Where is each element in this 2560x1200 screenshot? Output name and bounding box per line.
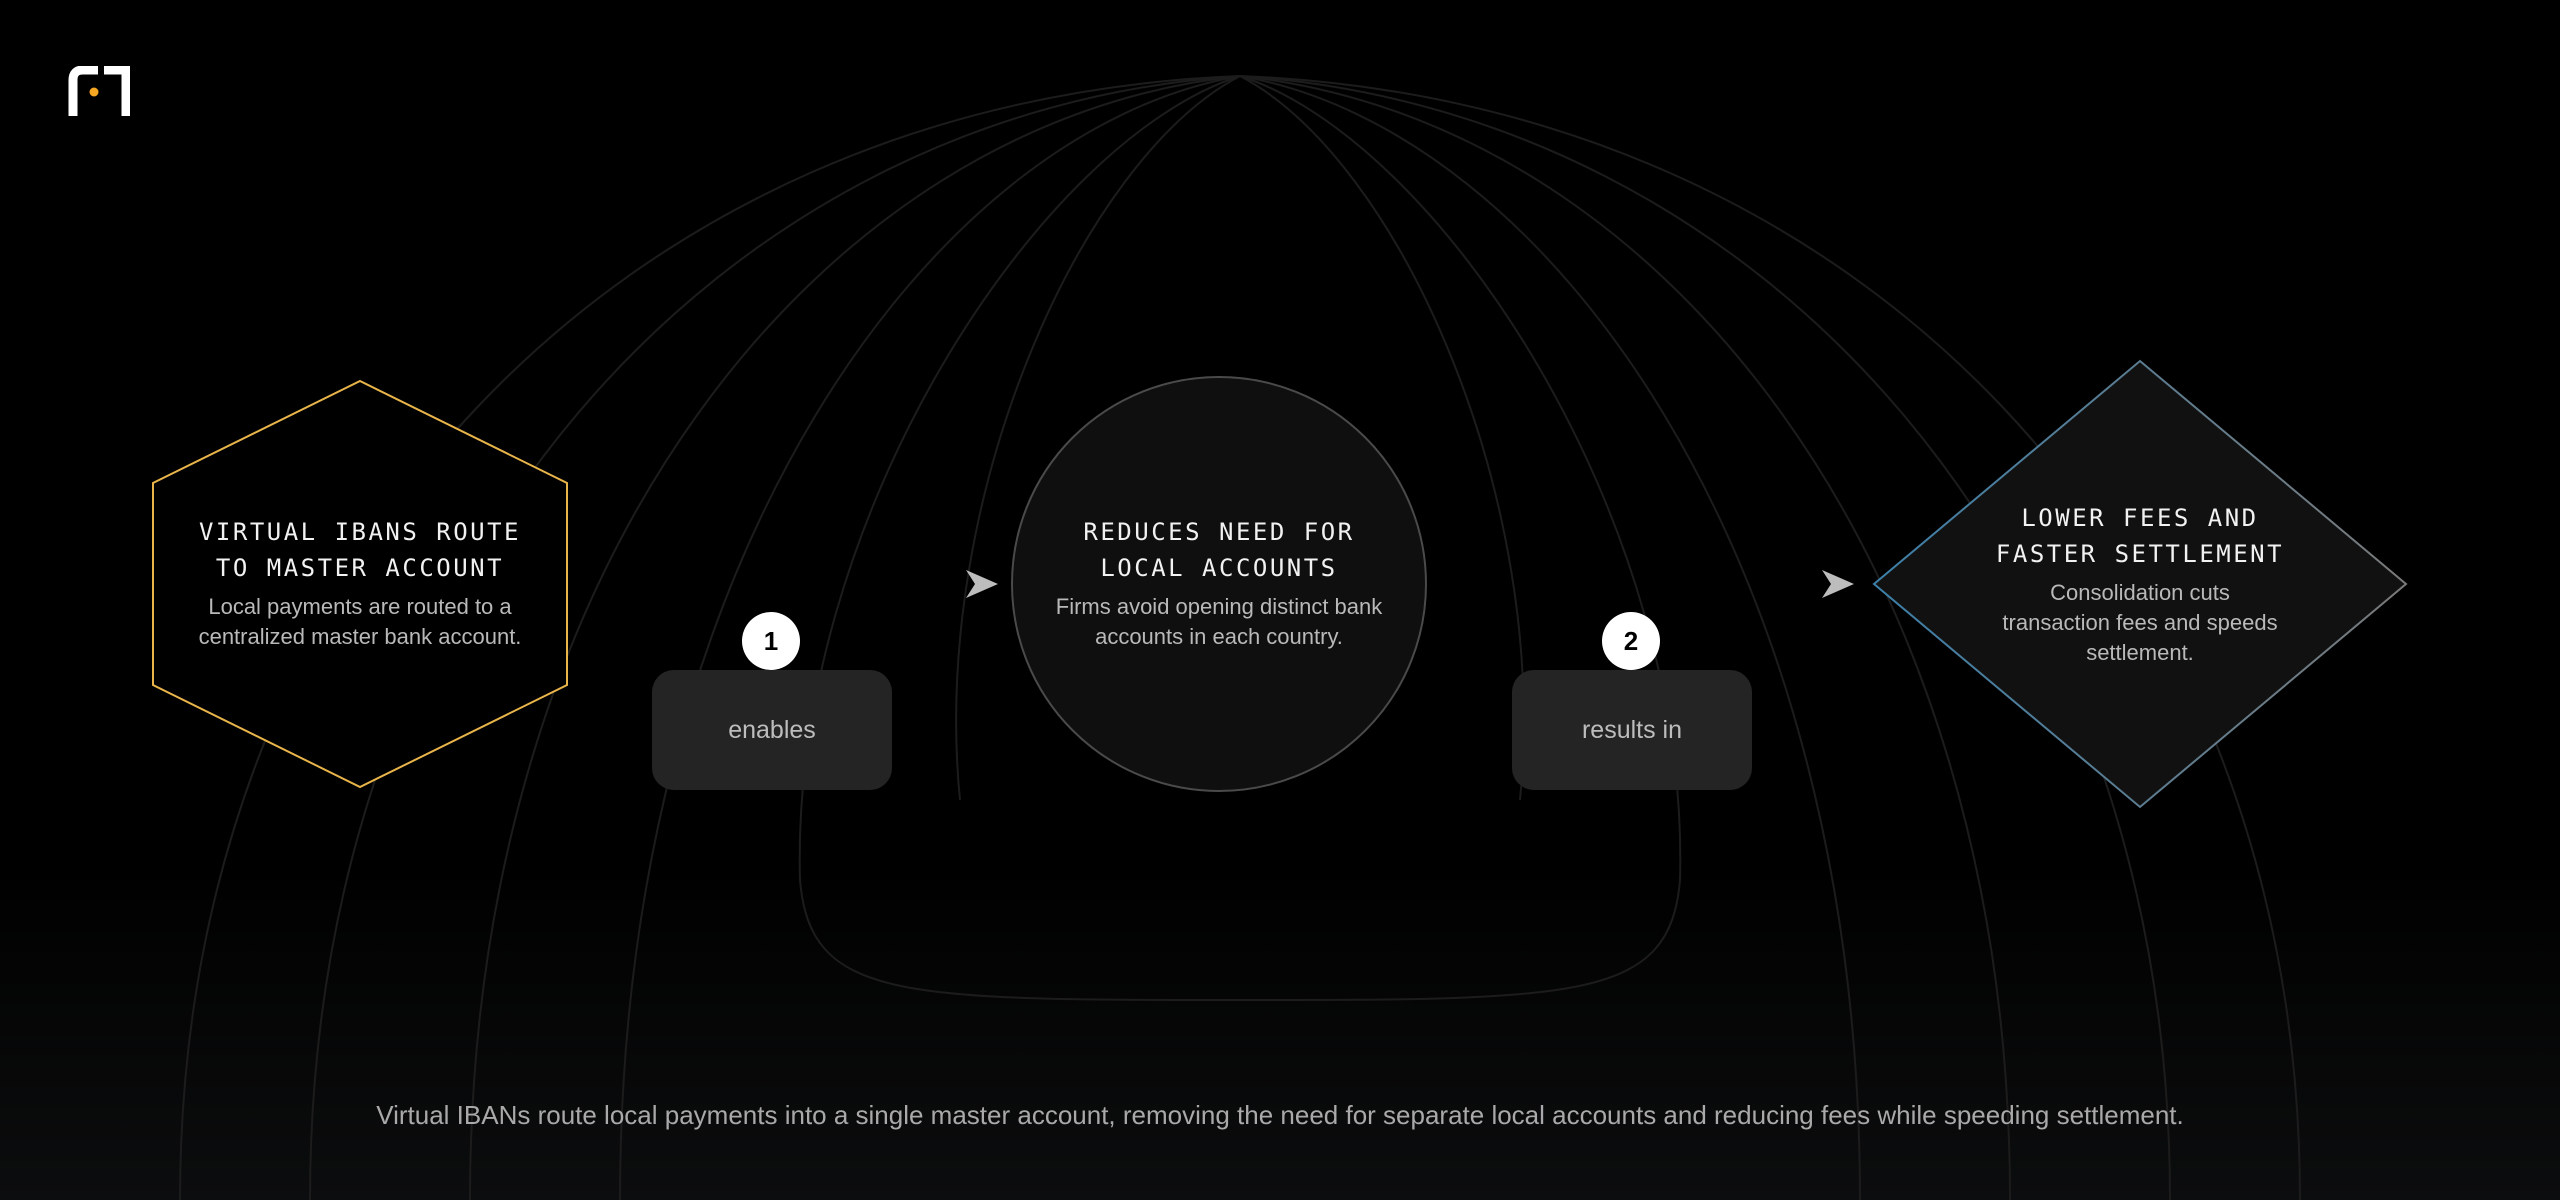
bg-arc xyxy=(179,75,1241,1200)
node-title-line: REDUCES NEED FOR xyxy=(1083,518,1355,546)
bg-arc xyxy=(1239,75,2171,1200)
bg-arc xyxy=(955,75,1241,801)
node-title: REDUCES NEED FOR LOCAL ACCOUNTS xyxy=(1019,514,1419,586)
bg-arc xyxy=(619,75,1241,1200)
node-description-line: centralized master bank account. xyxy=(198,624,522,649)
node-description: Firms avoid opening distinct bank accoun… xyxy=(1019,592,1419,652)
step-badge-2: 2 xyxy=(1602,612,1660,670)
node-title-line: FASTER SETTLEMENT xyxy=(1995,540,2285,568)
node-description: Consolidation cuts transaction fees and … xyxy=(1940,578,2340,668)
node-virtual-ibans: VIRTUAL IBANS ROUTE TO MASTER ACCOUNT Lo… xyxy=(160,514,560,652)
arrowhead-2-icon xyxy=(1822,570,1854,598)
diamond-node-shape xyxy=(1872,359,2408,809)
node-reduces-need: REDUCES NEED FOR LOCAL ACCOUNTS Firms av… xyxy=(1019,514,1419,652)
bg-arc xyxy=(309,75,1241,1200)
node-title-line: LOCAL ACCOUNTS xyxy=(1100,554,1338,582)
node-description-line: accounts in each country. xyxy=(1095,624,1343,649)
bg-arc xyxy=(1239,75,2301,1200)
bg-arc xyxy=(798,75,1682,1001)
bg-arc xyxy=(469,75,1241,1200)
arrowhead-1-icon xyxy=(966,570,998,598)
node-title-line: LOWER FEES AND xyxy=(2021,504,2259,532)
node-description: Local payments are routed to a centraliz… xyxy=(160,592,560,652)
bg-arc xyxy=(1239,75,1525,801)
hexagon-node-shape xyxy=(152,379,568,789)
circle-node-shape xyxy=(1011,376,1427,792)
node-title: VIRTUAL IBANS ROUTE TO MASTER ACCOUNT xyxy=(160,514,560,586)
node-lower-fees: LOWER FEES AND FASTER SETTLEMENT Consoli… xyxy=(1940,500,2340,668)
node-description-line: transaction fees and speeds xyxy=(2002,610,2278,635)
node-description-line: Firms avoid opening distinct bank xyxy=(1055,594,1383,619)
diagram-caption: Virtual IBANs route local payments into … xyxy=(376,1100,2184,1130)
node-title-line: TO MASTER ACCOUNT xyxy=(215,554,505,582)
node-title: LOWER FEES AND FASTER SETTLEMENT xyxy=(1940,500,2340,572)
node-description-line: Local payments are routed to a xyxy=(208,594,512,619)
bg-arc xyxy=(1239,75,2011,1200)
brand-logo-icon[interactable] xyxy=(68,66,130,118)
edge-label-results-in: results in xyxy=(1512,670,1752,790)
bg-arc xyxy=(1239,75,1861,1200)
node-title-line: VIRTUAL IBANS ROUTE xyxy=(198,518,522,546)
node-description-line: Consolidation cuts xyxy=(2050,580,2230,605)
step-badge-1: 1 xyxy=(742,612,800,670)
node-description-line: settlement. xyxy=(2086,640,2194,665)
edge-label-enables: enables xyxy=(652,670,892,790)
